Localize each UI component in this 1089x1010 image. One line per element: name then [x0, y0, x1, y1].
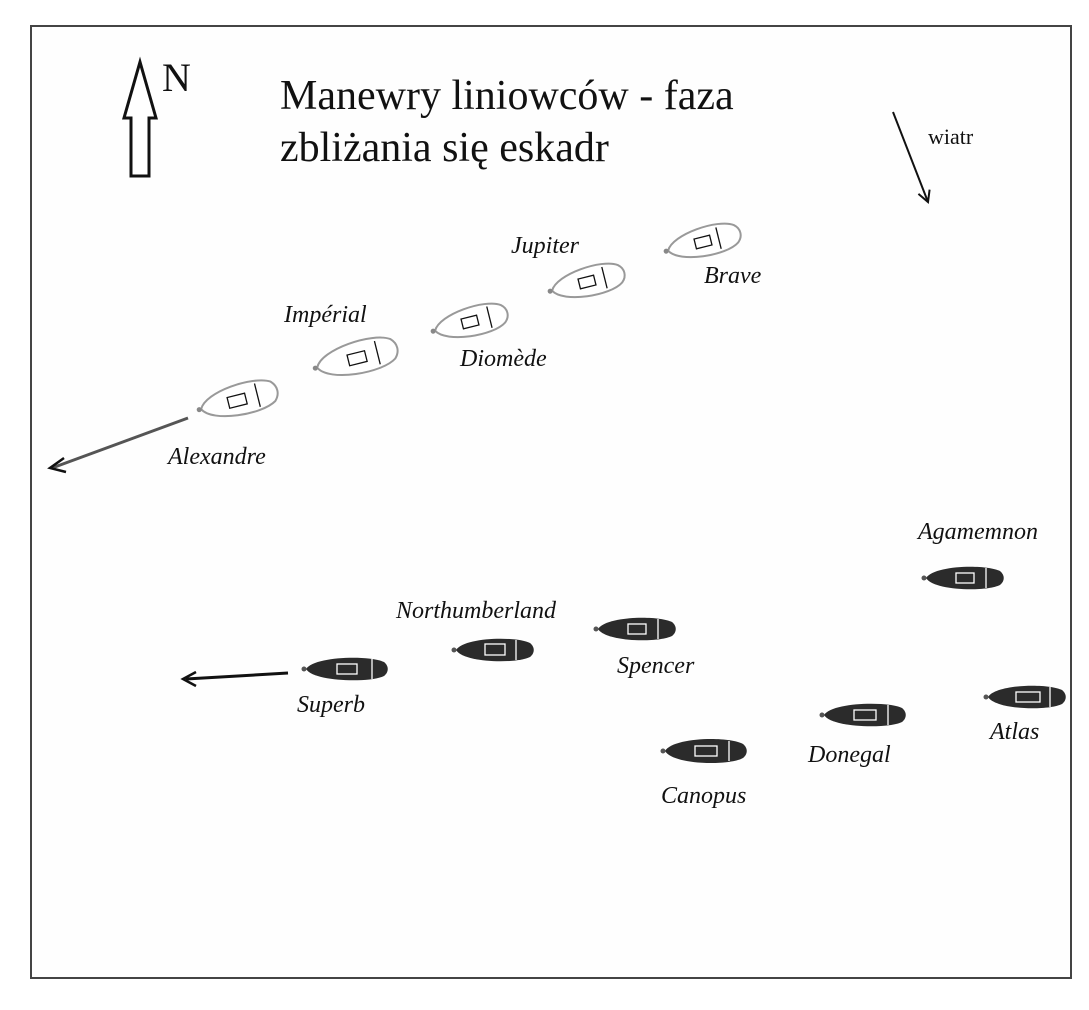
ship-northumberland	[451, 638, 534, 662]
ship-spencer	[593, 617, 676, 641]
ship-label-alexandre: Alexandre	[168, 444, 266, 470]
map-frame	[30, 25, 1072, 979]
ship-label-diomede: Diomède	[460, 346, 547, 372]
ship-label-imperial: Impérial	[284, 302, 367, 328]
french-course-arrow	[47, 416, 189, 474]
ship-brave	[663, 222, 742, 259]
ship-label-jupiter: Jupiter	[511, 233, 579, 259]
ship-agamemnon	[921, 566, 1004, 590]
ship-label-agamemnon: Agamemnon	[918, 519, 1038, 545]
ship-label-northumberland: Northumberland	[396, 598, 557, 624]
title-line-1: Manewry liniowców - faza	[280, 73, 734, 119]
title-line-2: zbliżania się eskadr	[280, 125, 609, 171]
ship-label-canopus: Canopus	[661, 783, 747, 809]
ship-imperial	[312, 336, 399, 376]
ship-donegal	[819, 703, 906, 727]
ship-label-donegal: Donegal	[808, 742, 891, 768]
ship-label-superb: Superb	[297, 692, 365, 718]
british-course-arrow	[180, 670, 289, 688]
ship-alexandre	[196, 379, 279, 418]
ship-jupiter	[547, 262, 626, 299]
wind-arrow-icon	[892, 111, 928, 202]
wind-label: wiatr	[928, 124, 974, 149]
ship-diomede	[430, 302, 509, 339]
diagram-title: Manewry liniowców - faza zbliżania się e…	[280, 70, 840, 174]
north-label: N	[162, 55, 191, 100]
north-arrow-icon	[122, 56, 158, 178]
ship-label-brave: Brave	[704, 263, 762, 289]
ship-superb	[301, 657, 388, 681]
ship-canopus	[660, 738, 747, 764]
ship-atlas	[983, 685, 1066, 709]
ship-label-atlas: Atlas	[990, 719, 1040, 745]
ship-label-spencer: Spencer	[617, 653, 695, 679]
